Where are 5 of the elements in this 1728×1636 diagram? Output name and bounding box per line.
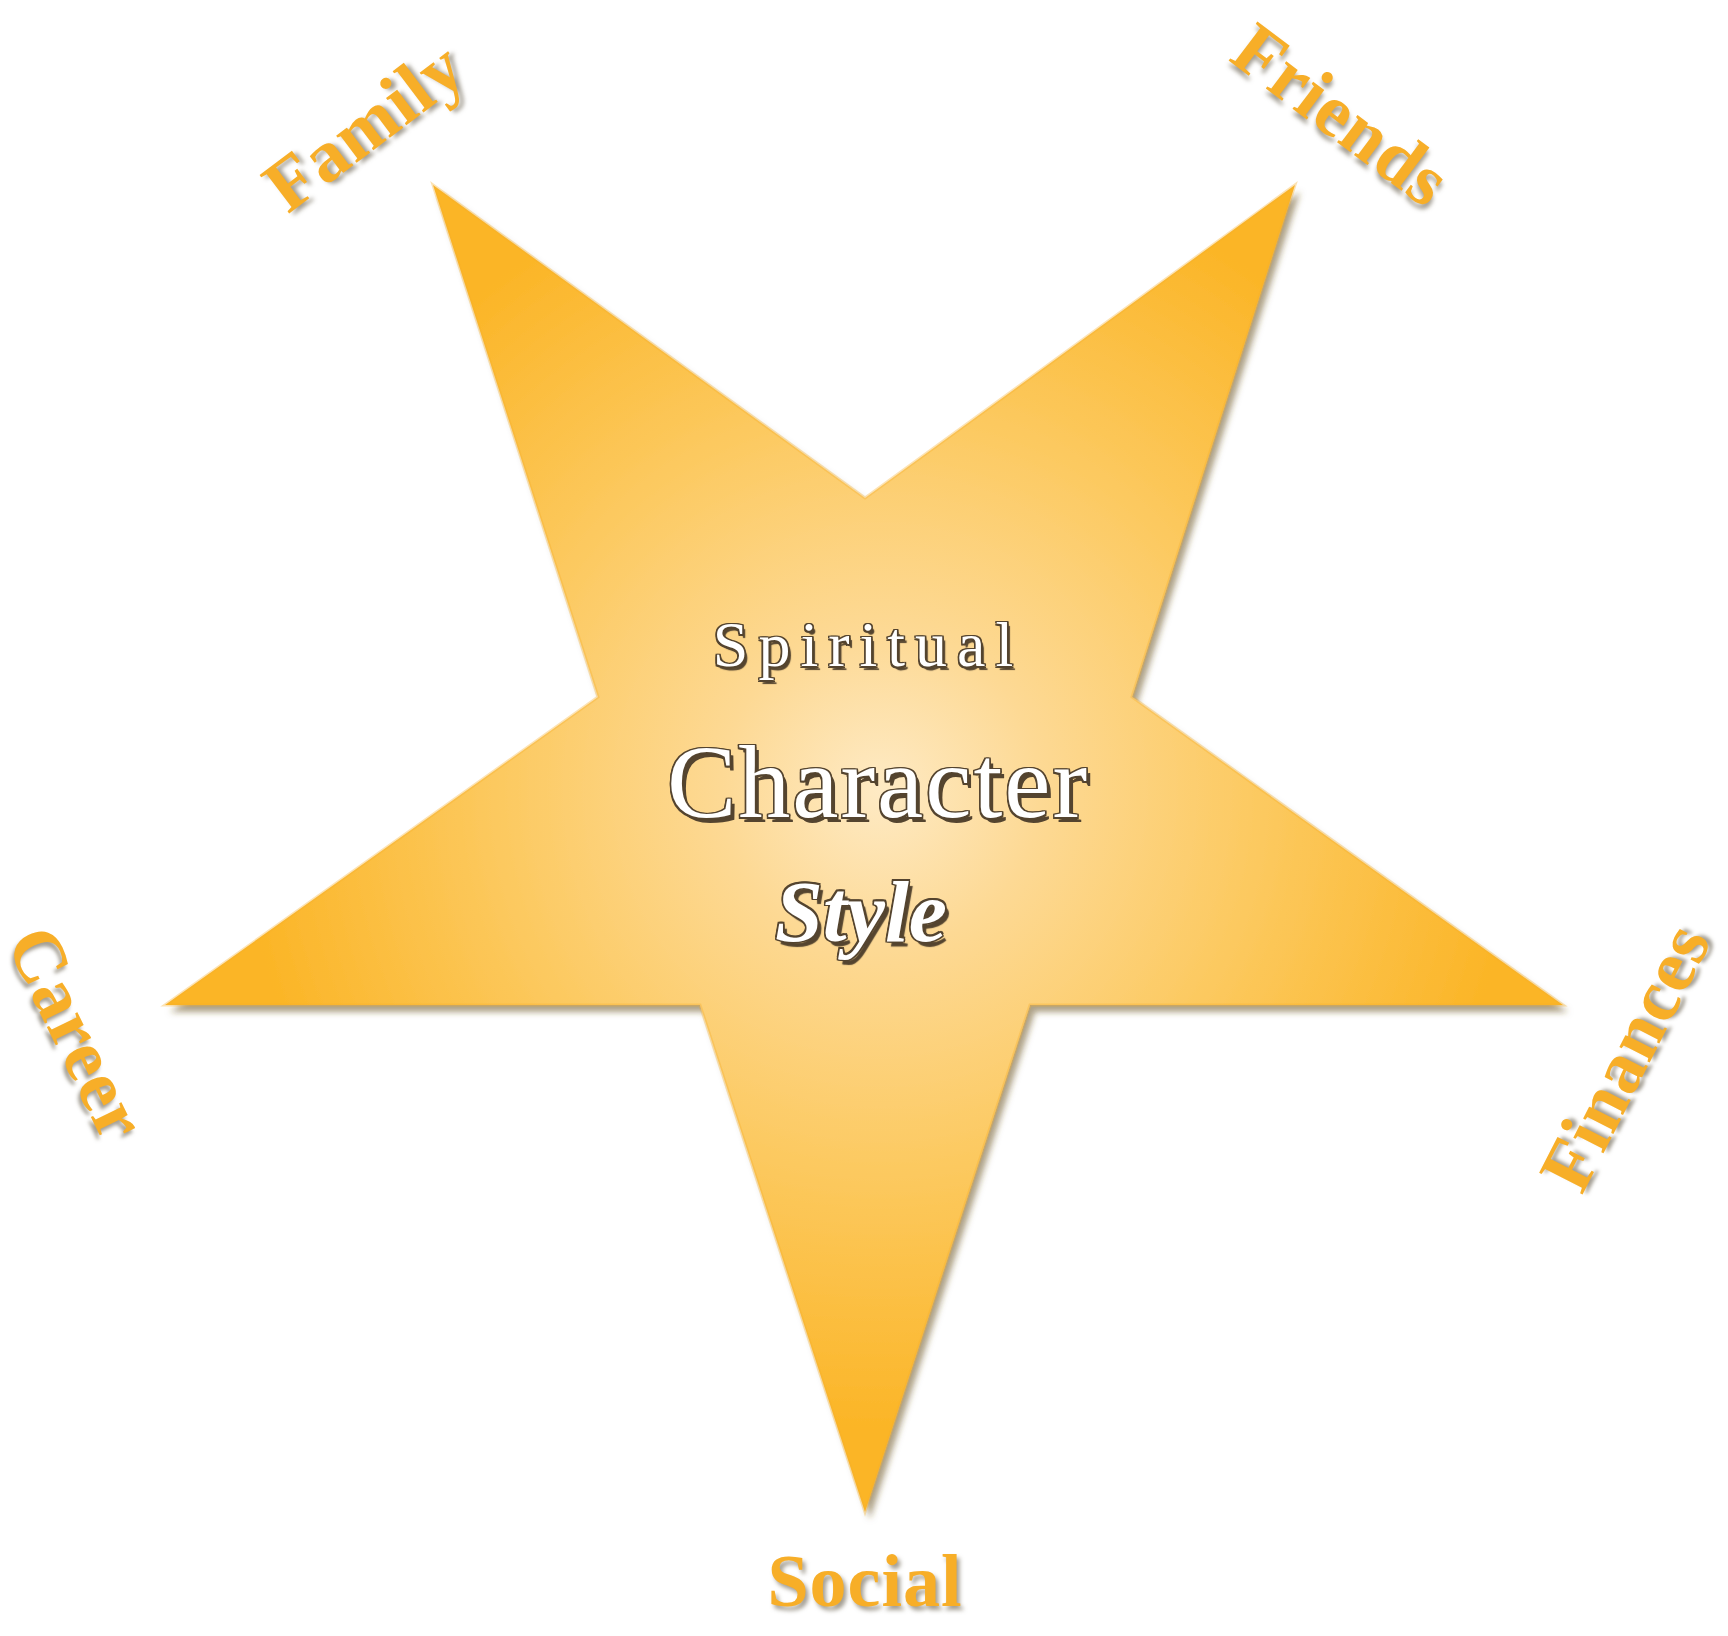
star-text: Character [665,723,1091,842]
point-label: Career [0,913,165,1155]
point-label: Social [767,1541,964,1625]
star-text: Spiritual [711,608,1025,683]
star-text: Style [774,862,948,962]
